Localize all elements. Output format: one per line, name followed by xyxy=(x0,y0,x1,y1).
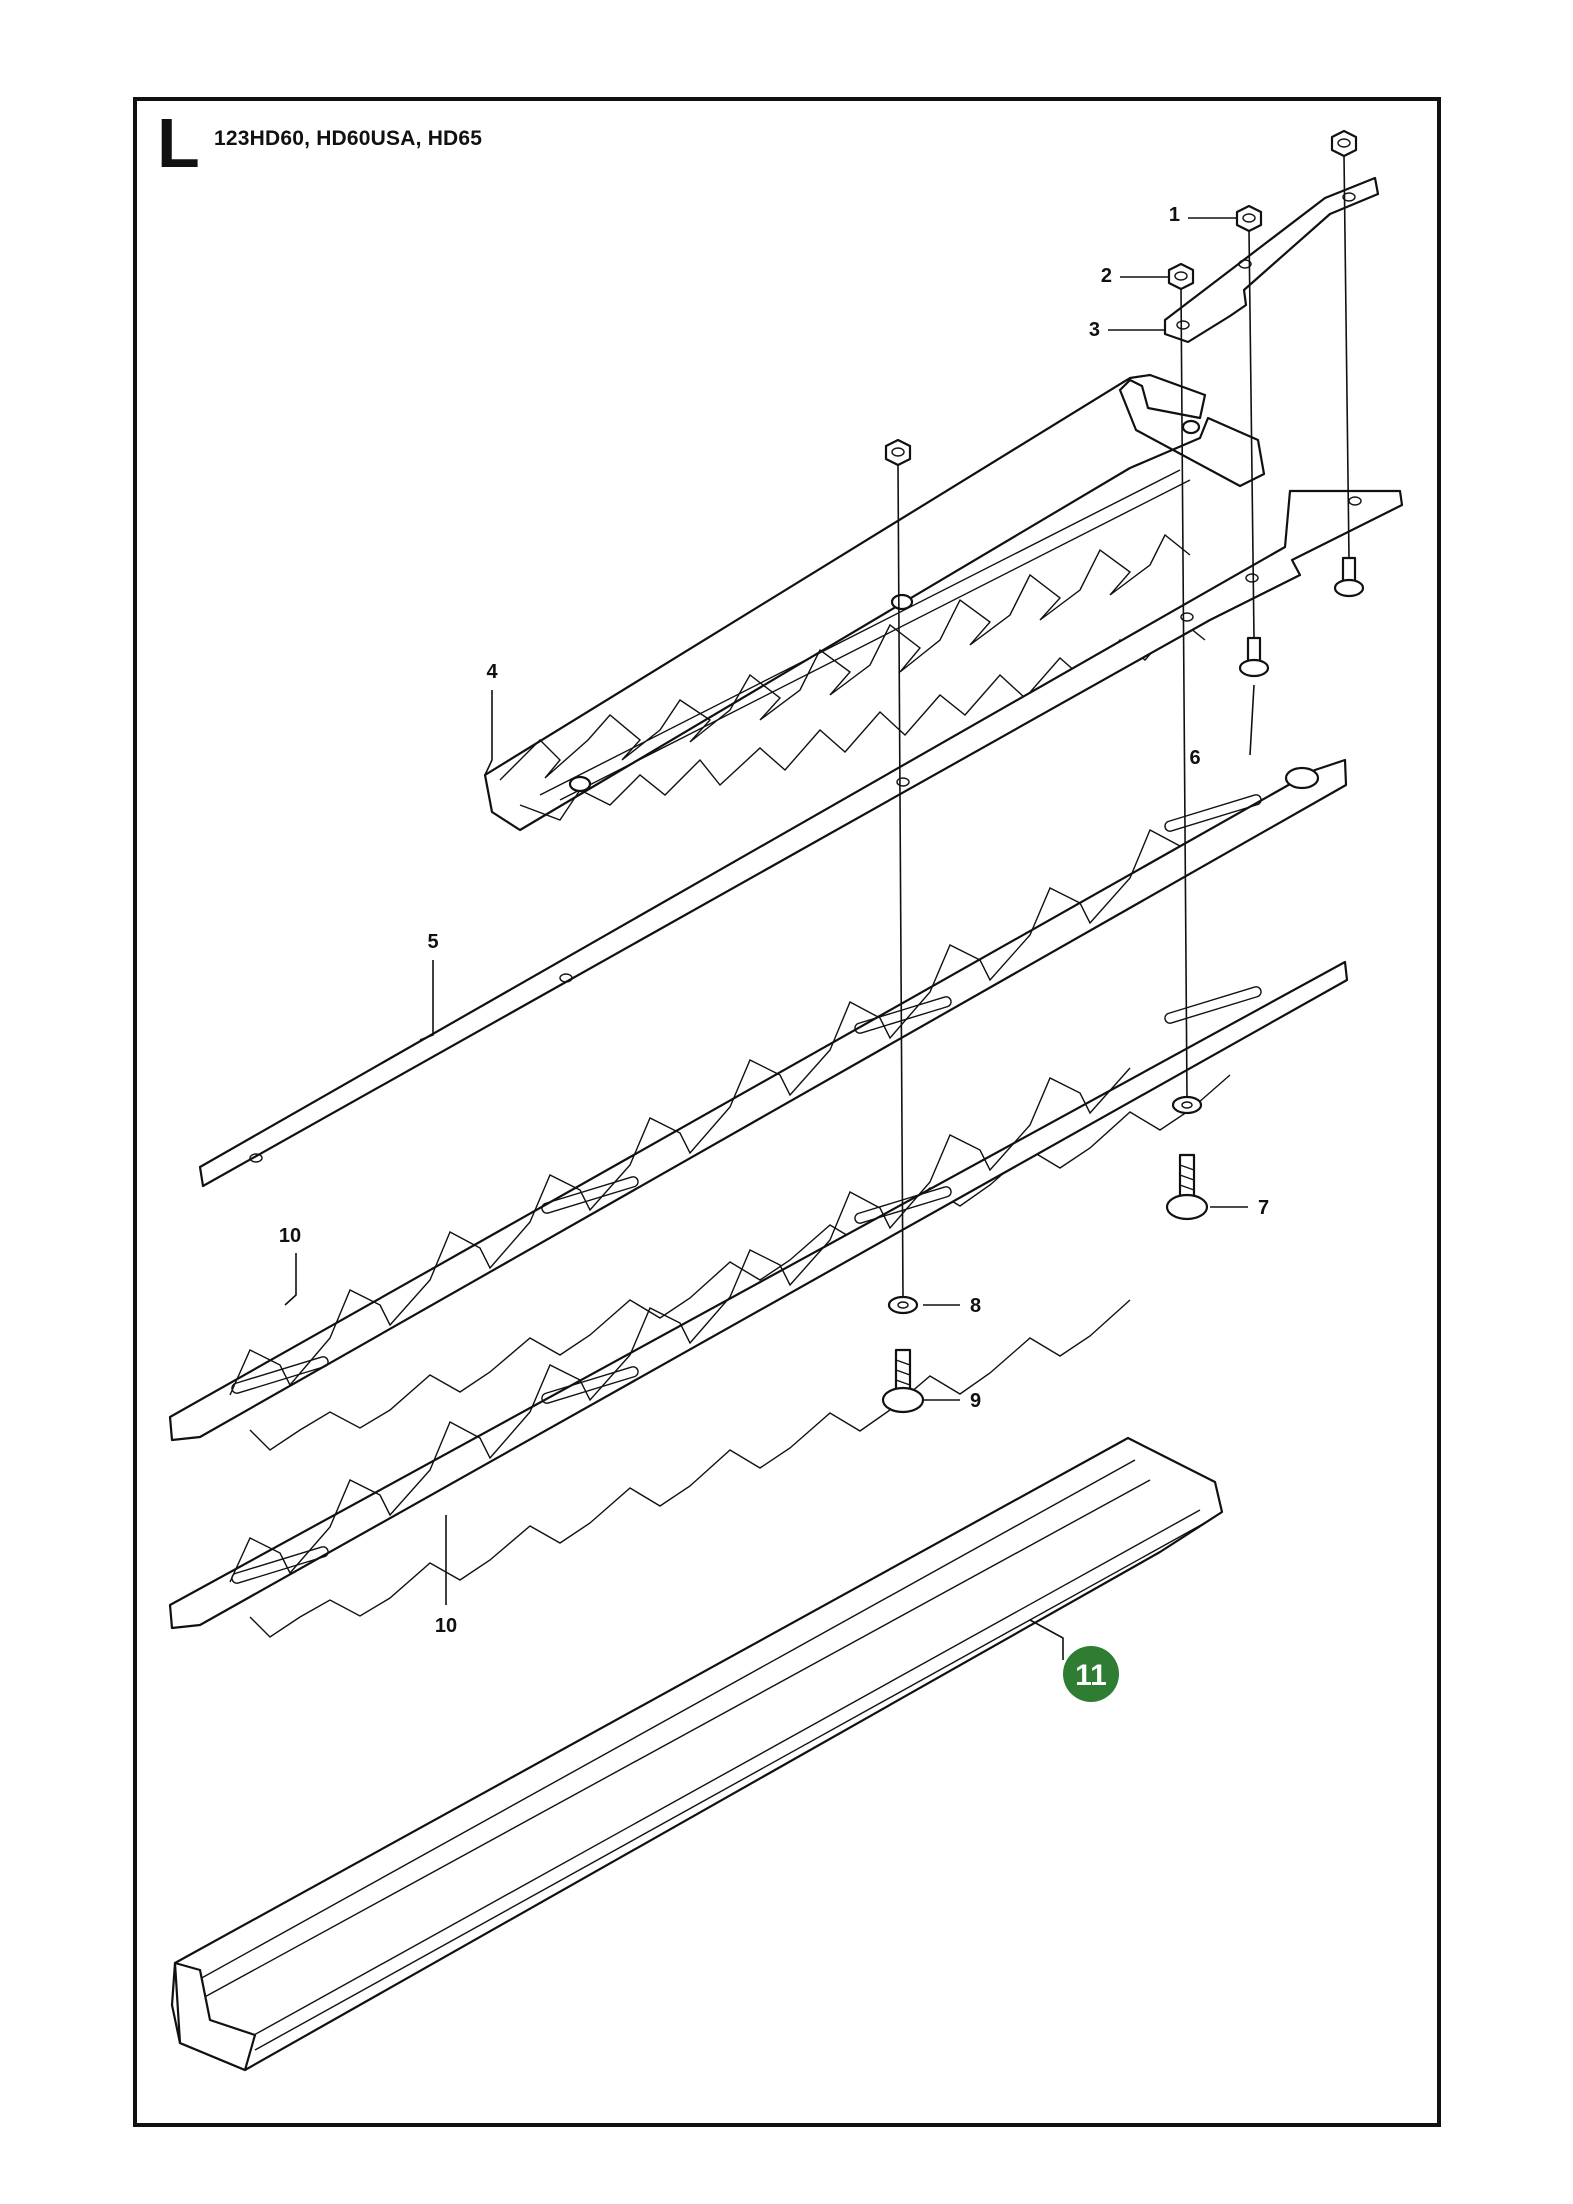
part-6-screw xyxy=(1238,636,1270,678)
callout-1: 1 xyxy=(1169,204,1180,226)
part-9-bolt xyxy=(881,1348,925,1414)
part-2-nut xyxy=(1167,262,1195,291)
callout-6: 6 xyxy=(1189,747,1200,769)
section-letter: L xyxy=(157,104,200,182)
callout-10-upper: 10 xyxy=(279,1225,301,1247)
leader-lines xyxy=(284,155,1350,1660)
part-10-upper-blade xyxy=(168,758,1348,1451)
callout-11: 11 xyxy=(1075,1659,1107,1692)
part-10-lower-blade xyxy=(168,960,1349,1638)
callout-8: 8 xyxy=(970,1295,981,1317)
part-8-washer xyxy=(887,1295,919,1315)
part-5-support-bar xyxy=(198,489,1404,1188)
washer-right xyxy=(1171,1095,1203,1115)
callout-7: 7 xyxy=(1258,1197,1269,1219)
callout-5: 5 xyxy=(427,931,438,953)
callout-2: 2 xyxy=(1101,265,1112,287)
diagram-frame xyxy=(133,97,1441,2127)
part-7-bolt xyxy=(1165,1153,1209,1221)
part-3-bracket xyxy=(1163,176,1380,344)
callout-11-badge: 11 xyxy=(1063,1646,1119,1702)
part-1-nut xyxy=(1235,204,1263,233)
part-11-blade-sheath xyxy=(170,1436,1224,2072)
nut-top-right xyxy=(1330,129,1358,158)
screw-right xyxy=(1333,556,1365,598)
model-list: 123HD60, HD60USA, HD65 xyxy=(214,127,483,150)
callout-4: 4 xyxy=(486,661,498,683)
callout-10-lower: 10 xyxy=(435,1615,457,1637)
callout-9: 9 xyxy=(970,1390,981,1412)
callout-3: 3 xyxy=(1089,319,1100,341)
part-4-blade-guard xyxy=(483,373,1266,832)
nut-guard xyxy=(884,438,912,467)
